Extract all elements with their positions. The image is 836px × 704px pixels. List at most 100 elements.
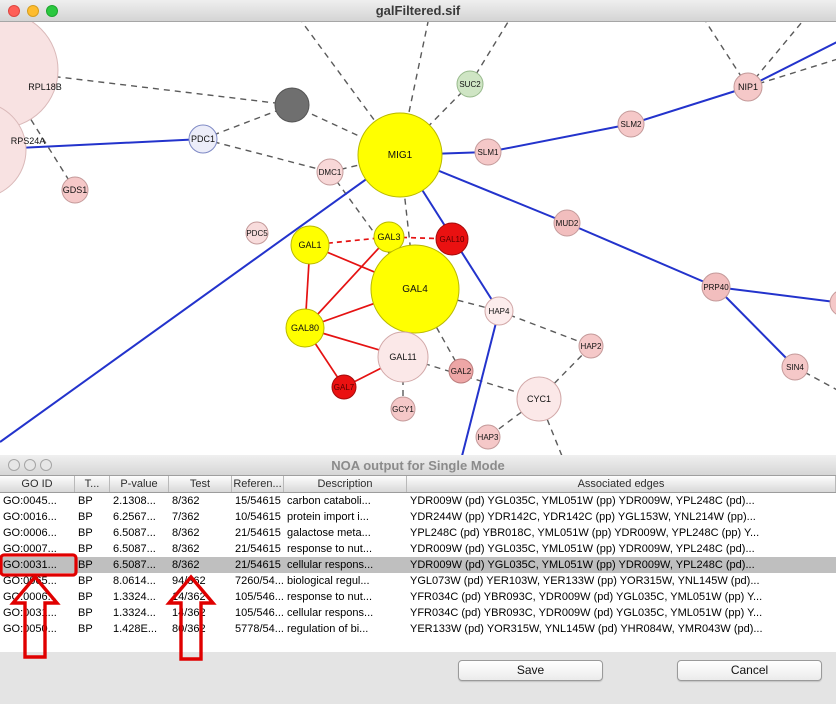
graph-node-slm1[interactable] [474, 138, 502, 166]
graph-node-mig1[interactable] [357, 112, 443, 198]
column-header[interactable]: Associated edges [407, 476, 836, 492]
graph-edge[interactable] [498, 310, 592, 347]
column-header[interactable]: Test [169, 476, 232, 492]
column-header[interactable]: GO ID [0, 476, 75, 492]
graph-node-mud2[interactable] [553, 209, 581, 237]
table-cell: YFR034C (pd) YBR093C, YDR009W (pd) YGL03… [410, 607, 763, 619]
graph-node-label: NIP1 [738, 82, 758, 92]
graph-node-prp40[interactable] [701, 272, 731, 302]
column-header[interactable]: Referen... [232, 476, 284, 492]
graph-node-gal7[interactable] [331, 374, 357, 400]
graph-node-dmc1[interactable] [316, 158, 344, 186]
graph-node-gds1[interactable] [61, 176, 89, 204]
graph-node-label: MIG1 [388, 150, 413, 161]
graph-node-sin4[interactable] [781, 353, 809, 381]
graph-edge[interactable] [329, 171, 416, 290]
graph-edge[interactable] [202, 138, 331, 173]
graph-node-pdc1[interactable] [188, 124, 218, 154]
graph-node-gray-node[interactable] [274, 87, 310, 123]
graph-node-label: RPS24A [11, 136, 46, 146]
graph-node-rps24a[interactable] [0, 102, 27, 198]
minimize-button[interactable] [27, 4, 39, 17]
graph-edge[interactable] [715, 286, 796, 368]
table-cell: 7260/54... [235, 575, 284, 587]
table-cell: response to nut... [287, 543, 372, 555]
zoom-button[interactable] [40, 459, 52, 471]
graph-node-suc2[interactable] [456, 70, 484, 98]
table-cell: 8.0614... [113, 575, 156, 587]
graph-edge[interactable] [304, 236, 390, 329]
graph-window-titlebar[interactable]: galFiltered.sif [0, 0, 836, 22]
graph-node-gal2[interactable] [448, 358, 474, 384]
graph-edge[interactable] [747, 40, 836, 88]
table-cell: BP [78, 591, 93, 603]
graph-edge[interactable] [0, 154, 401, 443]
table-cell: YDR009W (pd) YGL035C, YML051W (pp) YDR00… [410, 543, 755, 555]
table-cell: protein import i... [287, 511, 369, 523]
graph-node-gal10[interactable] [435, 222, 469, 256]
graph-node-hap3[interactable] [475, 424, 501, 450]
graph-node-label: PDC1 [191, 134, 215, 144]
graph-node-cyc1[interactable] [516, 376, 562, 422]
graph-node-label: RPL18B [28, 82, 62, 92]
graph-node-gal3[interactable] [373, 221, 405, 253]
graph-node-slm2[interactable] [617, 110, 645, 138]
table-cell: GO:0031... [3, 607, 57, 619]
graph-node-pdc5[interactable] [245, 221, 269, 245]
graph-node-gal11[interactable] [377, 331, 429, 383]
table-cell: cellular respons... [287, 607, 374, 619]
graph-edge[interactable] [0, 69, 76, 191]
graph-edge[interactable] [566, 222, 717, 288]
table-cell: 8/362 [172, 543, 200, 555]
graph-edge[interactable] [630, 86, 749, 125]
minimize-button[interactable] [24, 459, 36, 471]
graph-edge[interactable] [794, 366, 836, 392]
table-cell: 8/362 [172, 559, 200, 571]
noa-window-titlebar[interactable]: NOA output for Single Mode [0, 455, 836, 476]
table-cell: GO:0050... [3, 623, 57, 635]
graph-node-gal1[interactable] [290, 225, 330, 265]
table-cell: BP [78, 559, 93, 571]
column-header[interactable]: P-value [110, 476, 169, 492]
zoom-button[interactable] [46, 4, 58, 17]
table-cell: BP [78, 607, 93, 619]
graph-edge[interactable] [399, 83, 471, 156]
graph-node-nip1[interactable] [733, 72, 763, 102]
table-cell: YDR244W (pp) YDR142C, YDR142C (pp) YGL15… [410, 511, 756, 523]
graph-node-gcy1[interactable] [390, 396, 416, 422]
graph-edge[interactable] [715, 286, 836, 304]
graph-node-rpl18b[interactable] [0, 22, 59, 129]
graph-node-hap4[interactable] [484, 296, 514, 326]
graph-node-label: DMC1 [319, 168, 342, 177]
graph-edge[interactable] [461, 310, 500, 455]
save-button[interactable]: Save [458, 660, 603, 681]
graph-edge[interactable] [487, 123, 632, 153]
table-cell: BP [78, 495, 93, 507]
table-cell: biological regul... [287, 575, 370, 587]
close-button[interactable] [8, 4, 20, 17]
column-header[interactable]: Description [284, 476, 407, 492]
table-cell: 10/54615 [235, 511, 281, 523]
noa-window-title: NOA output for Single Mode [331, 457, 505, 473]
cancel-button[interactable]: Cancel [677, 660, 822, 681]
column-header[interactable]: T... [75, 476, 110, 492]
graph-node-gal4[interactable] [370, 244, 460, 334]
table-cell: BP [78, 543, 93, 555]
close-button[interactable] [8, 459, 20, 471]
graph-node-hap2[interactable] [578, 333, 604, 359]
graph-node-gal80[interactable] [285, 308, 325, 348]
table-cell: 94/362 [172, 575, 206, 587]
graph-node-edge-right[interactable] [829, 290, 836, 316]
table-cell: GO:0045... [3, 495, 57, 507]
graph-edge[interactable] [747, 58, 836, 88]
